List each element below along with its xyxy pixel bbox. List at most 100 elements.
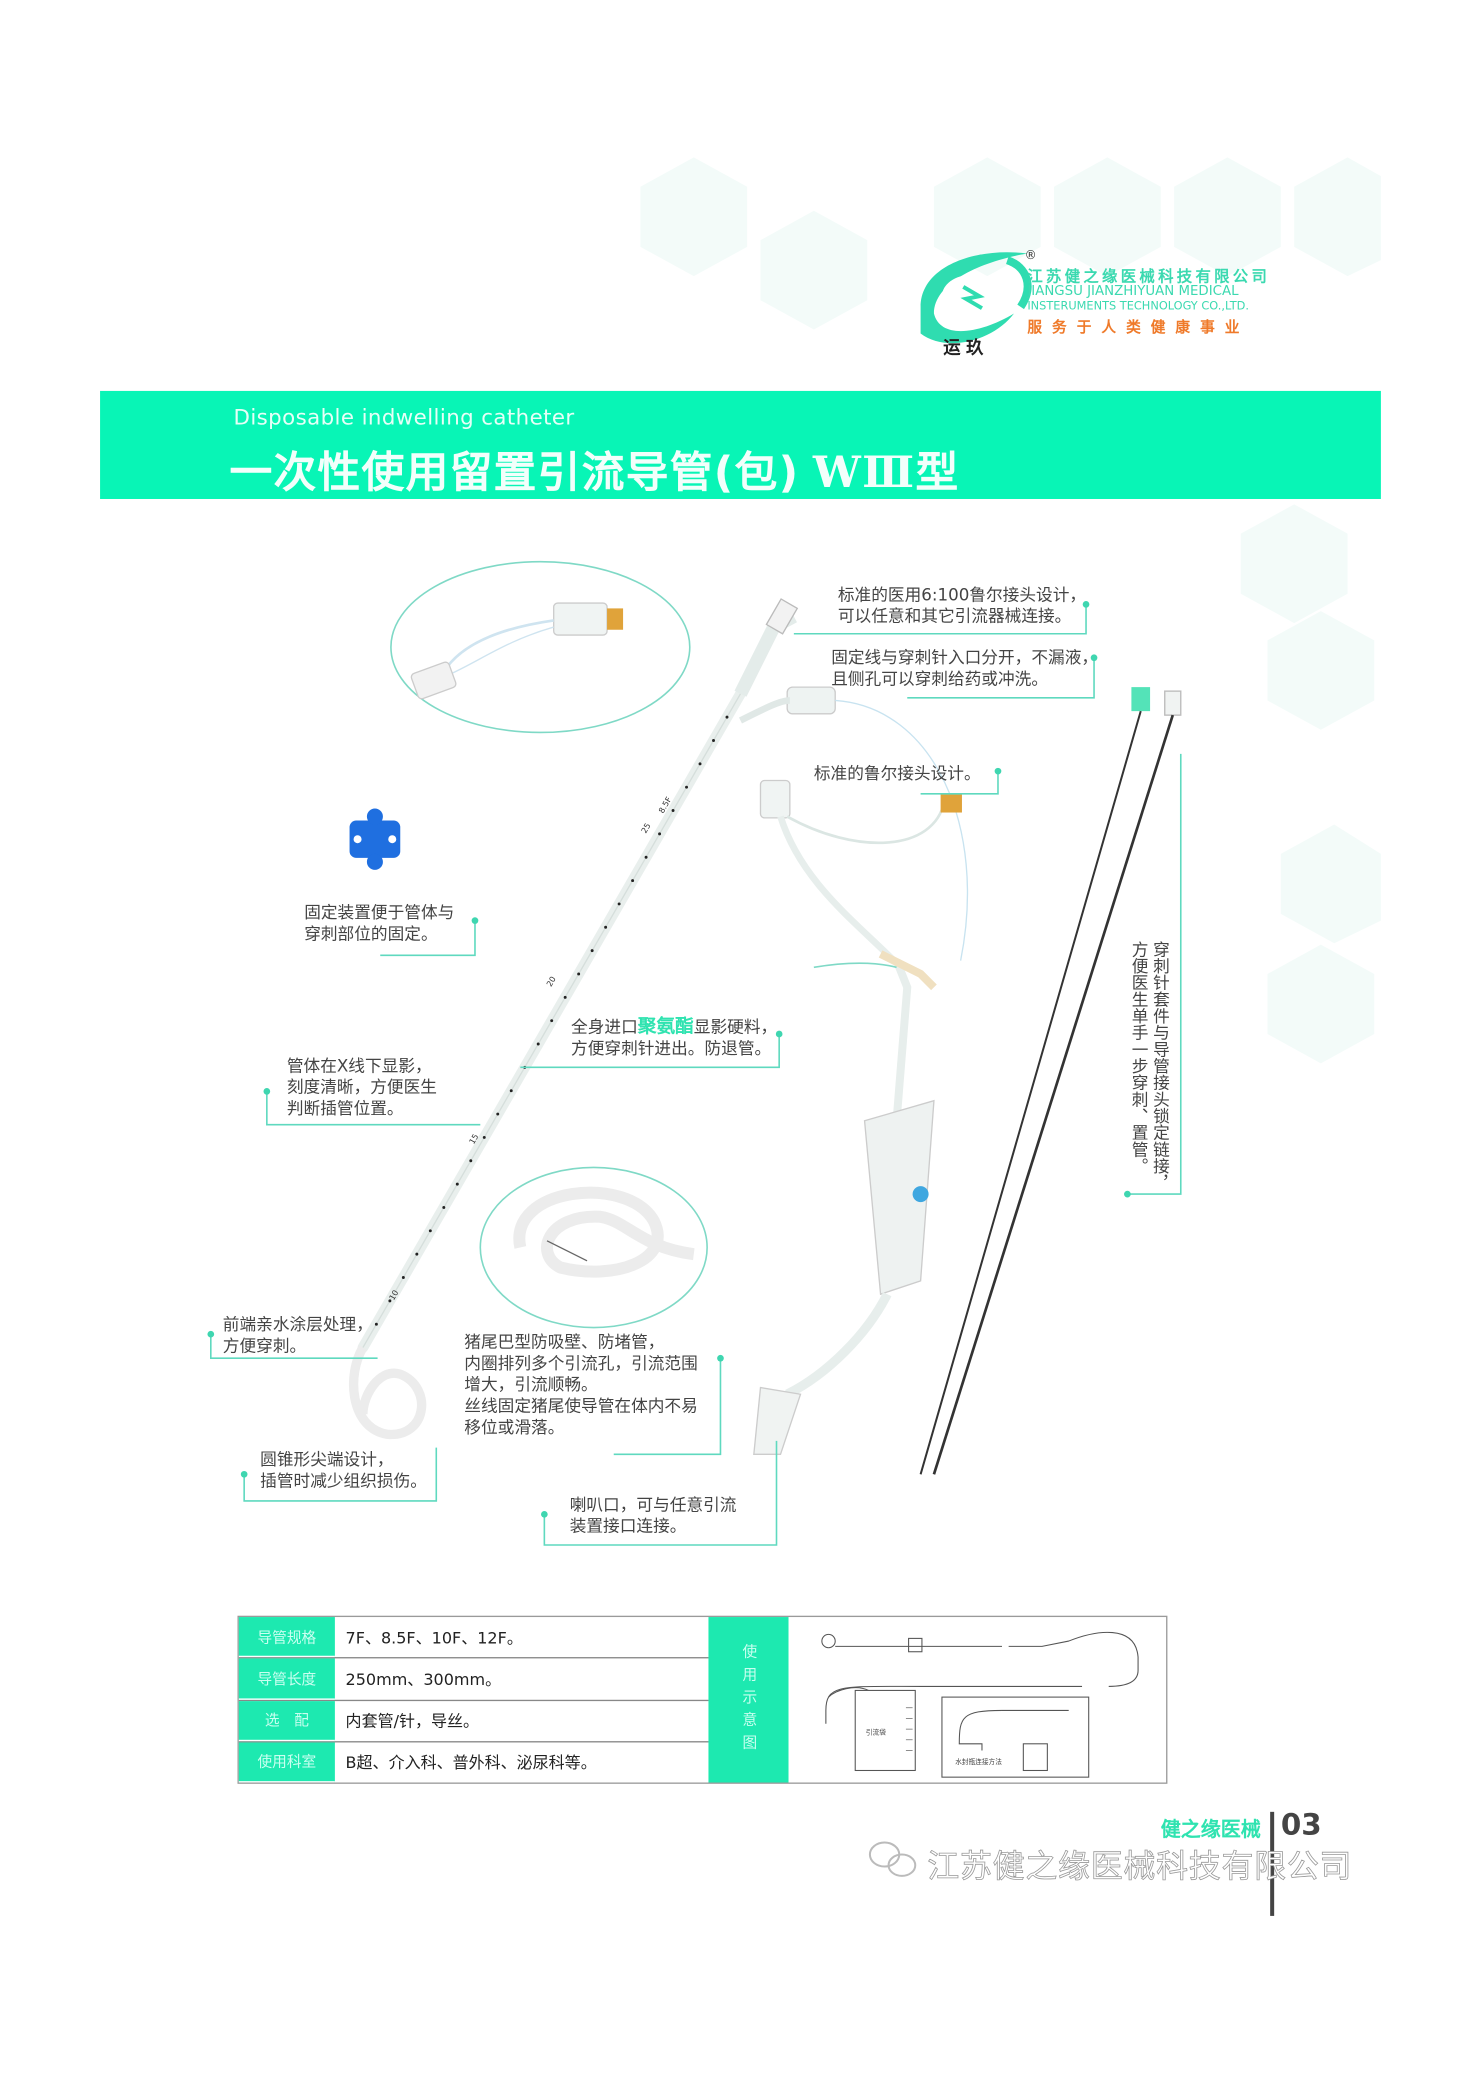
catheter-depth-dot	[617, 902, 621, 906]
connector-detail-inset	[390, 560, 691, 734]
title-en: Disposable indwelling catheter	[233, 404, 575, 430]
logo-slogan: 服务于人类健康事业	[1027, 318, 1250, 337]
funnel-connector	[753, 1386, 802, 1455]
puncture-needle-set	[919, 687, 1182, 1475]
catheter-depth-dot	[631, 879, 635, 883]
annotation-polyurethane: 全身进口聚氨酯显影硬料， 方便穿刺针进出。防退管。	[571, 1017, 777, 1060]
row-label: 导管长度	[238, 1658, 335, 1700]
registered-mark: ®	[1024, 249, 1037, 263]
spec-table: 导管规格 7F、8.5F、10F、12F。 导管长度 250mm、300mm。 选 …	[237, 1615, 1168, 1784]
annotation-line: 固定线与穿刺针入口分开，不漏液，	[831, 647, 1099, 668]
annotation-leaders	[210, 604, 1182, 1546]
catheter-depth-dot	[712, 739, 715, 742]
annotation-luer-standard: 标准的鲁尔接头设计。	[814, 763, 981, 784]
annotation-line: 刻度清晰，方便医生	[286, 1076, 437, 1097]
annotation-line: 穿刺针套件与导管接头锁定链接，	[1150, 940, 1171, 1191]
catheter-depth-dot	[550, 1019, 554, 1023]
catheter-tube	[349, 598, 969, 1439]
annotation-line: 可以任意和其它引流器械连接。	[837, 605, 1072, 626]
annotation-line: 标准的鲁尔接头设计。	[813, 763, 981, 784]
annotation-line: 全身进口聚氨酯显影硬料，	[571, 1017, 777, 1038]
hexagon-background	[640, 157, 1381, 1064]
annotation-line: 方便医生单手一步穿刺、置管。	[1128, 940, 1149, 1175]
bag-label: 引流袋	[866, 1727, 886, 1736]
catheter-depth-dot	[671, 809, 675, 812]
annotation-line: 圆锥形尖端设计，	[260, 1448, 394, 1469]
catheter-mark: 25	[640, 822, 653, 835]
logo-company-zh: 江苏健之缘医械科技有限公司	[1027, 266, 1271, 286]
catheter-depth-dot	[563, 995, 567, 999]
row-value: B超、介入科、普外科、泌尿科等。	[345, 1753, 597, 1773]
table-row: 导管规格 7F、8.5F、10F、12F。	[238, 1617, 709, 1659]
annotation-line: 固定装置便于管体与	[304, 901, 455, 922]
annotation-pigtail: 猪尾巴型防吸壁、防堵管， 内圈排列多个引流孔，引流范围 增大，引流顺畅。 丝线固…	[464, 1332, 698, 1439]
footer-divider	[1270, 1811, 1275, 1916]
catheter-depth-dot	[685, 785, 689, 789]
annotation-line: 装置接口连接。	[569, 1515, 687, 1536]
annotation-line: 管体在X线下显影，	[286, 1055, 432, 1076]
catheter-depth-dot	[374, 1322, 378, 1326]
catheter-depth-dot	[482, 1135, 486, 1139]
page-number: 03	[1280, 1809, 1322, 1843]
footer-brand: 健之缘医械	[1160, 1817, 1261, 1842]
row-label: 导管规格	[238, 1617, 335, 1658]
annotation-line: 穿刺部位的固定。	[304, 923, 438, 944]
text: 显影硬料，	[693, 1016, 778, 1037]
annotation-hydrophilic: 前端亲水涂层处理， 方便穿刺。	[223, 1314, 373, 1357]
annotation-line: 判断插管位置。	[286, 1098, 404, 1119]
catheter-depth-dot	[577, 972, 581, 976]
annotation-line: 前端亲水涂层处理，	[222, 1314, 373, 1335]
annotation-line: 方便穿刺针进出。防退管。	[571, 1038, 772, 1059]
wechat-watermark: 江苏健之缘医械科技有限公司	[927, 1847, 1353, 1886]
annotation-line: 插管时减少组织损伤。	[260, 1470, 427, 1491]
logo-company-en-2: INSTERUMENTS TECHNOLOGY CO.,LTD.	[1027, 300, 1249, 314]
annotation-line: 喇叭口，可与任意引流	[569, 1494, 737, 1515]
catheter-depth-dot	[658, 832, 662, 836]
fixation-device	[349, 808, 401, 870]
annotation-luer-6100: 标准的医用6:100鲁尔接头设计， 可以任意和其它引流器械连接。	[838, 584, 1086, 627]
drainage-line	[753, 779, 962, 1455]
catheter-depth-dot	[509, 1089, 513, 1093]
catheter-depth-dot	[469, 1159, 473, 1163]
annotation-fixation-device: 固定装置便于管体与 穿刺部位的固定。	[304, 902, 454, 945]
row-value: 内套管/针，导丝。	[345, 1711, 480, 1731]
pigtail-coil	[349, 1345, 427, 1439]
annotation-xray: 管体在X线下显影， 刻度清晰，方便医生 判断插管位置。	[287, 1055, 437, 1119]
usage-diagram-drawing: 引流袋 水封瓶连接方法	[821, 1631, 1139, 1778]
catheter-depth-dot	[536, 1042, 540, 1046]
catheter-depth-dot	[401, 1276, 405, 1279]
catheter-depth-dot	[455, 1182, 459, 1186]
catheter-depth-dot	[698, 762, 702, 766]
title-zh-text: 一次性使用留置引流导管(包)	[229, 446, 800, 498]
model-name: WⅢ型	[812, 446, 960, 498]
title-banner: Disposable indwelling catheter 一次性使用留置引流…	[100, 390, 1381, 499]
catheter-mark: 10	[388, 1289, 401, 1302]
annotation-needle-lock: 穿刺针套件与导管接头锁定链接， 方便医生单手一步穿刺、置管。	[1127, 941, 1170, 1191]
company-logo-icon	[920, 252, 1032, 344]
catheter-depth-dot	[415, 1252, 419, 1256]
table-row: 选 配内套管/针，导丝。	[238, 1700, 709, 1743]
catheter-depth-dot	[442, 1205, 446, 1209]
roller-clamp	[863, 1099, 935, 1296]
row-label: 选 配	[238, 1700, 335, 1741]
annotation-funnel: 喇叭口，可与任意引流 装置接口连接。	[570, 1494, 737, 1537]
catheter-depth-dot	[388, 1299, 392, 1303]
annotation-line: 方便穿刺。	[222, 1335, 307, 1356]
annotation-conical-tip: 圆锥形尖端设计， 插管时减少组织损伤。	[260, 1449, 427, 1492]
catheter-depth-dot	[496, 1112, 500, 1116]
annotation-line: 标准的医用6:100鲁尔接头设计，	[837, 584, 1087, 605]
annotation-line: 且侧孔可以穿刺给药或冲洗。	[831, 668, 1049, 689]
row-value: 7F、8.5F、10F、12F。	[345, 1628, 523, 1648]
catheter-mark: 20	[545, 975, 558, 988]
annotation-dots	[207, 601, 1131, 1518]
row-value: 250mm、300mm。	[345, 1670, 502, 1689]
catheter-depth-dot	[428, 1229, 432, 1233]
text: 全身进口	[571, 1016, 638, 1037]
annotation-line: 内圈排列多个引流孔，引流范围	[464, 1352, 698, 1373]
table-row: 导管长度 250mm、300mm。	[238, 1658, 709, 1701]
logo-company-en: JIANGSU JIANZHIYUAN MEDICAL	[1027, 284, 1239, 299]
annotation-fixing-line: 固定线与穿刺针入口分开，不漏液， 且侧孔可以穿刺给药或冲洗。	[831, 647, 1098, 690]
